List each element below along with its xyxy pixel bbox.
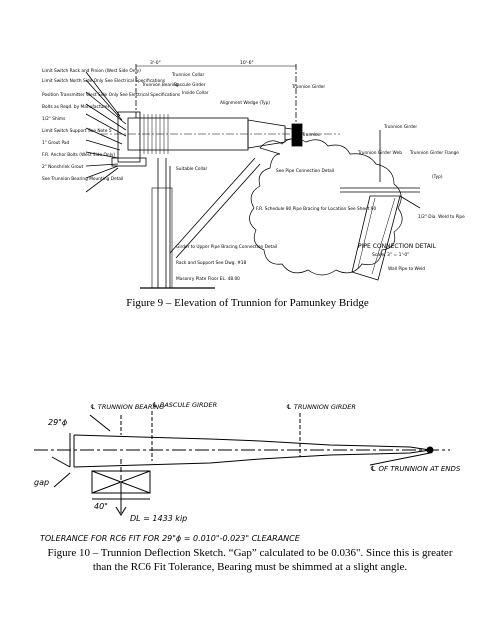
label-detail-girder-flange: Trunnion Girder Flange — [409, 150, 459, 156]
label-trunnion-ends: ℄ OF TRUNNION AT ENDS — [370, 465, 461, 473]
label-detail-trunnion-girder: Trunnion Girder — [383, 124, 417, 130]
label-limit-switch-north: Limit Switch North Side Only See Electri… — [42, 78, 166, 84]
label-detail-weld: 1/2" Dia. Weld to Pipe — [418, 214, 465, 220]
label-detail-typ: (Typ) — [432, 174, 443, 180]
trunnion-elevation-drawing: Limit Switch Rack and Pinion (West Side … — [40, 58, 470, 293]
label-limit-switch-rack: Limit Switch Rack and Pinion (West Side … — [42, 68, 141, 74]
label-limit-switch-support: Limit Switch Support See Note 5 — [42, 128, 112, 134]
figure10-caption: Figure 10 – Trunnion Deflection Sketch. … — [47, 547, 453, 573]
detail-scale: Scale: 3" = 1'-0" — [372, 252, 409, 258]
label-trunnion-bearing: Trunnion Bearing — [141, 82, 179, 88]
trunnion-bearing-housing — [117, 111, 141, 163]
trunnion-bottom-edge — [73, 449, 431, 468]
label-masonry-plate: Masonry Plate Floor EL. 48.00 — [176, 276, 240, 282]
label-trunnion-bearing: ℄ TRUNNION BEARING — [90, 403, 164, 411]
label-suitable-collar: Suitable Collar — [176, 166, 208, 172]
detail-title: PIPE CONNECTION DETAIL — [358, 243, 437, 250]
label-bolts: Bolts as Reqd. by Manufacturer — [42, 104, 110, 110]
figure9-caption: Figure 9 – Elevation of Trunnion for Pam… — [126, 297, 369, 309]
bearing-base — [111, 157, 147, 167]
label-mounting-detail: See Trunnion Bearing Mounting Detail — [42, 176, 123, 182]
label-bascule-girder: ℄ BASCULE GIRDER — [152, 401, 217, 409]
label-trunnion-girder: ℄ TRUNNION GIRDER — [286, 403, 356, 411]
label-trunnion: Trunnion — [301, 132, 321, 138]
trunnion-taper — [247, 119, 286, 149]
dim-10ft: 10'-6" — [240, 60, 254, 66]
label-girder-upper-pipe: Girder to Upper Pipe Bracing Connection … — [176, 244, 277, 250]
support-column — [151, 187, 173, 289]
label-bascule-girder: Bascule Girder — [174, 82, 206, 88]
dim-3ft: 3'-0" — [150, 60, 161, 66]
label-position-transmitter: Position Transmitter West Side Only See … — [42, 92, 181, 98]
trunnion-top-edge — [73, 434, 431, 451]
deflection-sketch-svg: ℄ TRUNNION BEARING ℄ BASCULE GIRDER ℄ TR… — [34, 401, 461, 543]
label-detail-girder-web: Trunnion Girder Web — [357, 150, 402, 156]
label-anchor-bolts: F.R. Anchor Bolts (West Side Only) — [42, 152, 115, 158]
label-length: 40" — [94, 502, 108, 511]
label-grout-pad: 1" Grout Pad — [42, 140, 70, 146]
label-trunnion-girder: Trunnion Girder — [291, 84, 325, 90]
label-dead-load: DL = 1433 kip — [130, 514, 187, 523]
label-rack-support: Rack and Support See Dwg. #18 — [176, 260, 247, 266]
label-shims: 1/2" Shims — [42, 116, 66, 122]
label-rc6-tolerance: TOLERANCE FOR RC6 FIT FOR 29"ϕ = 0.010"-… — [40, 534, 301, 543]
label-trunnion-collar: Trunnion Collar — [171, 72, 204, 78]
trunnion-girder-block — [291, 123, 303, 147]
connection-pipe — [351, 195, 401, 281]
trunnion-elevation-svg: Limit Switch Rack and Pinion (West Side … — [42, 60, 465, 289]
pipe-brace — [169, 157, 256, 254]
label-gap: gap — [34, 478, 49, 487]
label-inside-collar: Inside Collar — [182, 90, 209, 96]
trunnion-deflection-sketch: ℄ TRUNNION BEARING ℄ BASCULE GIRDER ℄ TR… — [30, 395, 480, 545]
label-diameter: 29"ϕ — [48, 418, 68, 427]
label-alignment-wedge: Alignment Wedge (Typ) — [220, 100, 270, 106]
label-detail-wall-pipe: Wall Pipe to Weld — [388, 266, 425, 272]
detail-cloud — [249, 138, 403, 276]
label-pipe-connection: See Pipe Connection Detail — [276, 168, 334, 174]
label-nonshrink-grout: 2" Nonshrink Grout — [42, 164, 83, 170]
label-pipe-bracing: F.R. Schedule 80 Pipe Bracing for Locati… — [256, 206, 377, 212]
